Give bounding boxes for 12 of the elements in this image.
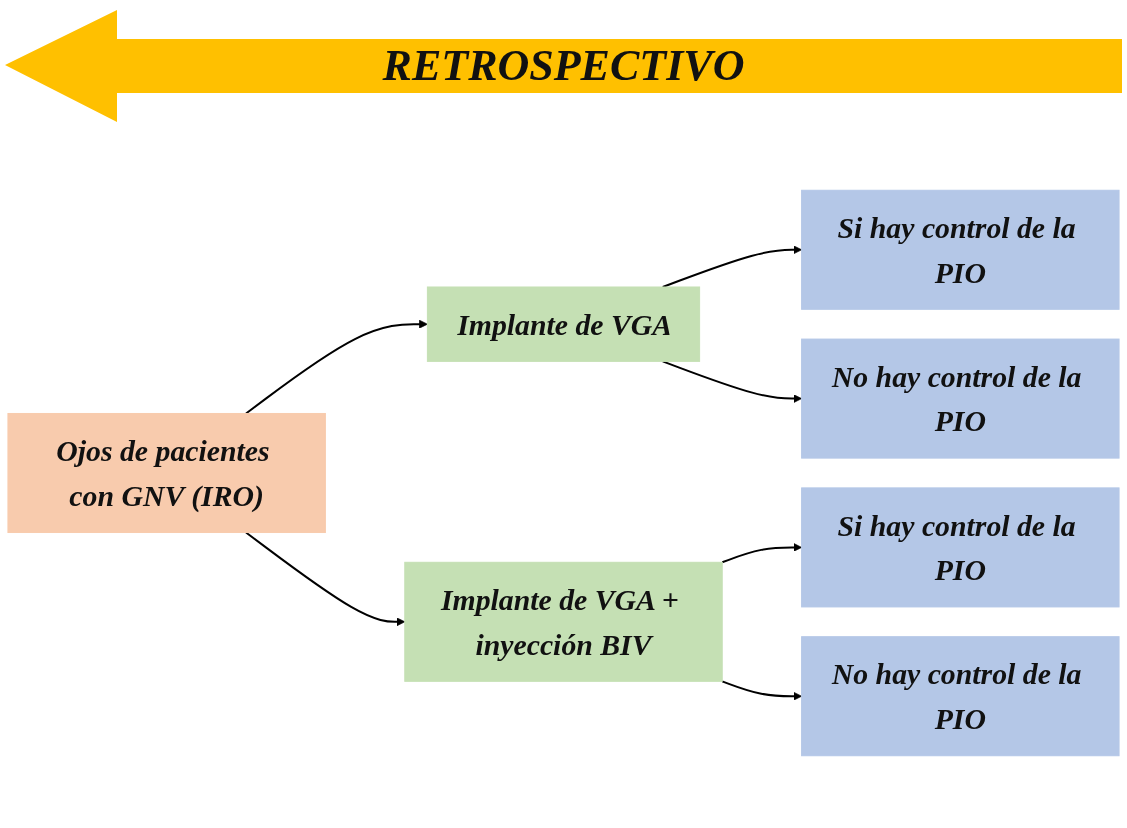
banner-label: RETROSPECTIVO xyxy=(382,39,745,91)
arrow xyxy=(245,319,428,414)
arrow xyxy=(661,359,802,403)
node-box: Ojos de pacientes con GNV (IRO) xyxy=(7,412,326,533)
node-box: No hay control de la PIO xyxy=(801,635,1120,756)
node-box: No hay control de la PIO xyxy=(801,338,1120,459)
arrow xyxy=(245,531,406,626)
node-box: Si hay control de la PIO xyxy=(801,486,1120,607)
arrow xyxy=(721,679,802,701)
node-box: Implante de VGA + inyección BIV xyxy=(404,561,723,682)
arrow xyxy=(721,542,802,563)
node-box: Si hay control de la PIO xyxy=(801,189,1120,310)
